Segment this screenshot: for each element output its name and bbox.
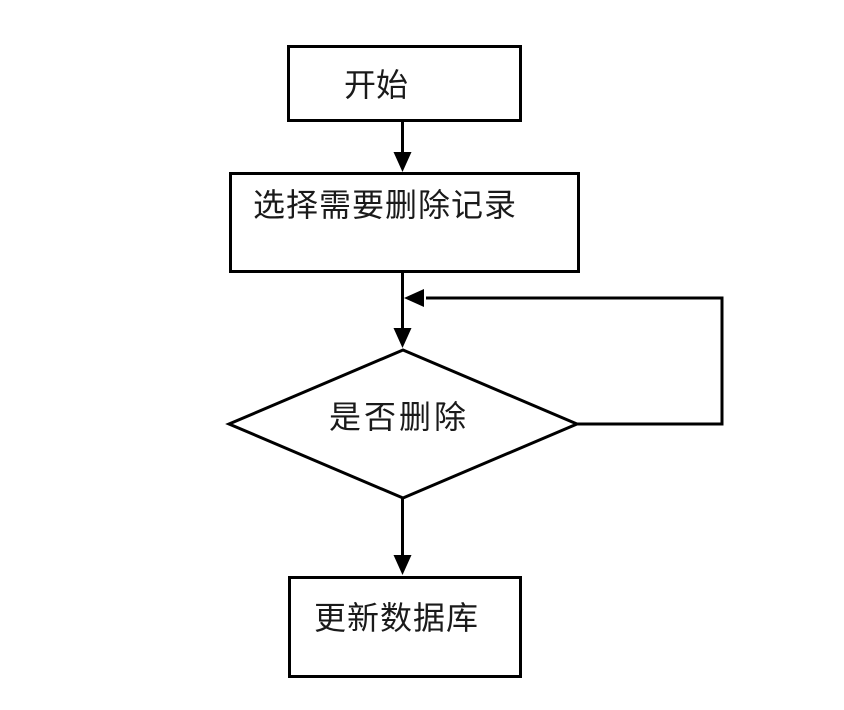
node-update-database-label: 更新数据库 bbox=[314, 600, 480, 636]
arrowhead-select-to-decision bbox=[393, 328, 412, 348]
node-update-database: 更新数据库 bbox=[288, 576, 522, 678]
node-select-records-label: 选择需要删除记录 bbox=[253, 187, 518, 223]
node-select-records: 选择需要删除记录 bbox=[229, 172, 580, 273]
node-start: 开始 bbox=[287, 45, 522, 122]
arrowhead-decision-loop bbox=[404, 289, 424, 307]
arrowhead-decision-to-update bbox=[393, 555, 412, 575]
node-decision-label: 是否删除 bbox=[329, 399, 470, 435]
arrowhead-start-to-select bbox=[393, 152, 412, 172]
node-start-label: 开始 bbox=[344, 67, 409, 103]
node-decision-shape bbox=[225, 348, 581, 500]
connector-decision-loop bbox=[426, 296, 724, 426]
